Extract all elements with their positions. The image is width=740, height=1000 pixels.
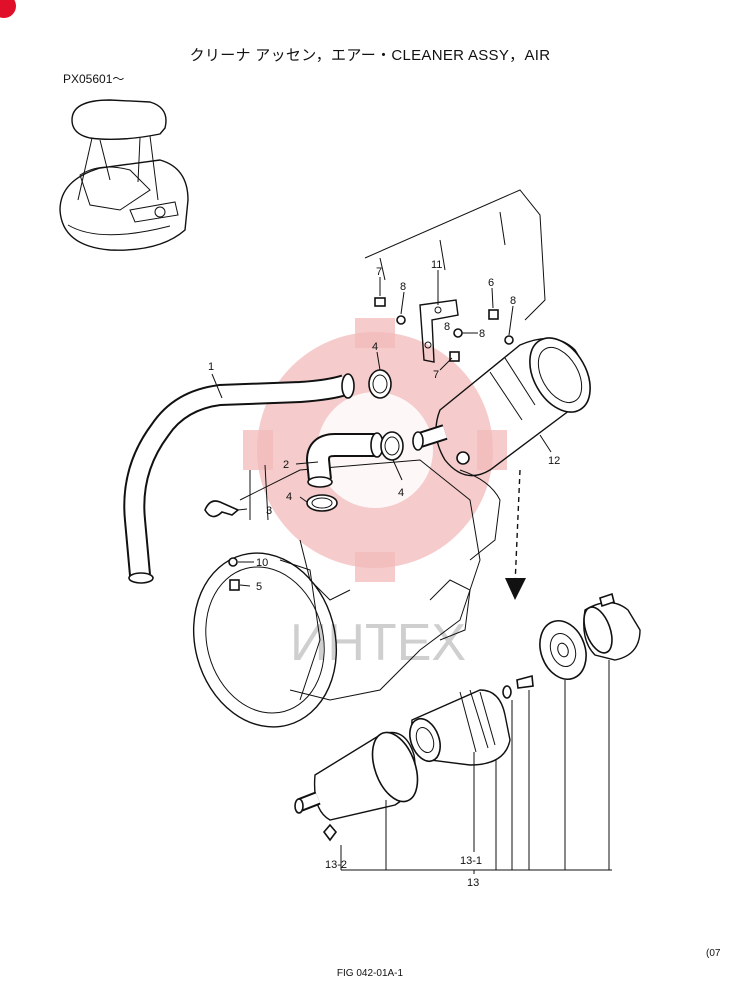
air-cleaner-12 bbox=[412, 337, 591, 477]
callout-4b: 4 bbox=[398, 487, 404, 499]
elbow-hose-2 bbox=[305, 432, 384, 488]
callout-7a: 7 bbox=[376, 266, 382, 278]
callout-7b: 7 bbox=[433, 369, 439, 381]
callout-13: 13 bbox=[467, 877, 479, 889]
excavator-inset bbox=[59, 99, 189, 251]
callout-8c: 8 bbox=[479, 328, 485, 340]
bolts-and-washers bbox=[228, 297, 514, 591]
flywheel-housing bbox=[192, 552, 338, 728]
leader-lines bbox=[211, 270, 612, 874]
callout-8a: 8 bbox=[400, 281, 406, 293]
callout-4a: 4 bbox=[372, 341, 378, 353]
callout-8d: 8 bbox=[444, 321, 450, 333]
corner-badge-icon bbox=[0, 0, 16, 18]
callout-8b: 8 bbox=[510, 295, 516, 307]
engine-outline bbox=[239, 189, 546, 701]
page-number-fragment: (07 bbox=[706, 948, 721, 959]
hose-clamp-4 bbox=[306, 369, 404, 512]
callout-5: 5 bbox=[256, 581, 262, 593]
callout-13-2: 13-2 bbox=[325, 859, 347, 871]
callout-1: 1 bbox=[208, 361, 214, 373]
callout-10: 10 bbox=[256, 557, 268, 569]
page-title: クリーナ アッセン，エアー・CLEANER ASSY，AIR bbox=[189, 47, 551, 64]
callout-13-1: 13-1 bbox=[460, 855, 482, 867]
arrow-down-icon bbox=[505, 469, 526, 600]
callout-4c: 4 bbox=[286, 491, 292, 503]
intake-hose-1 bbox=[123, 373, 355, 584]
exploded-cleaner-13 bbox=[294, 592, 641, 842]
callout-12: 12 bbox=[548, 455, 560, 467]
clamp-3 bbox=[204, 500, 240, 518]
callout-11: 11 bbox=[431, 259, 442, 271]
watermark-text: ИНТЕХ bbox=[290, 614, 466, 672]
serial-range-label: PX05601～ bbox=[63, 72, 125, 86]
bracket-11 bbox=[419, 299, 459, 363]
callout-2: 2 bbox=[283, 459, 289, 471]
figure-id: FIG 042-01A-1 bbox=[336, 968, 404, 979]
callout-6: 6 bbox=[488, 277, 494, 289]
callout-3: 3 bbox=[266, 505, 272, 517]
